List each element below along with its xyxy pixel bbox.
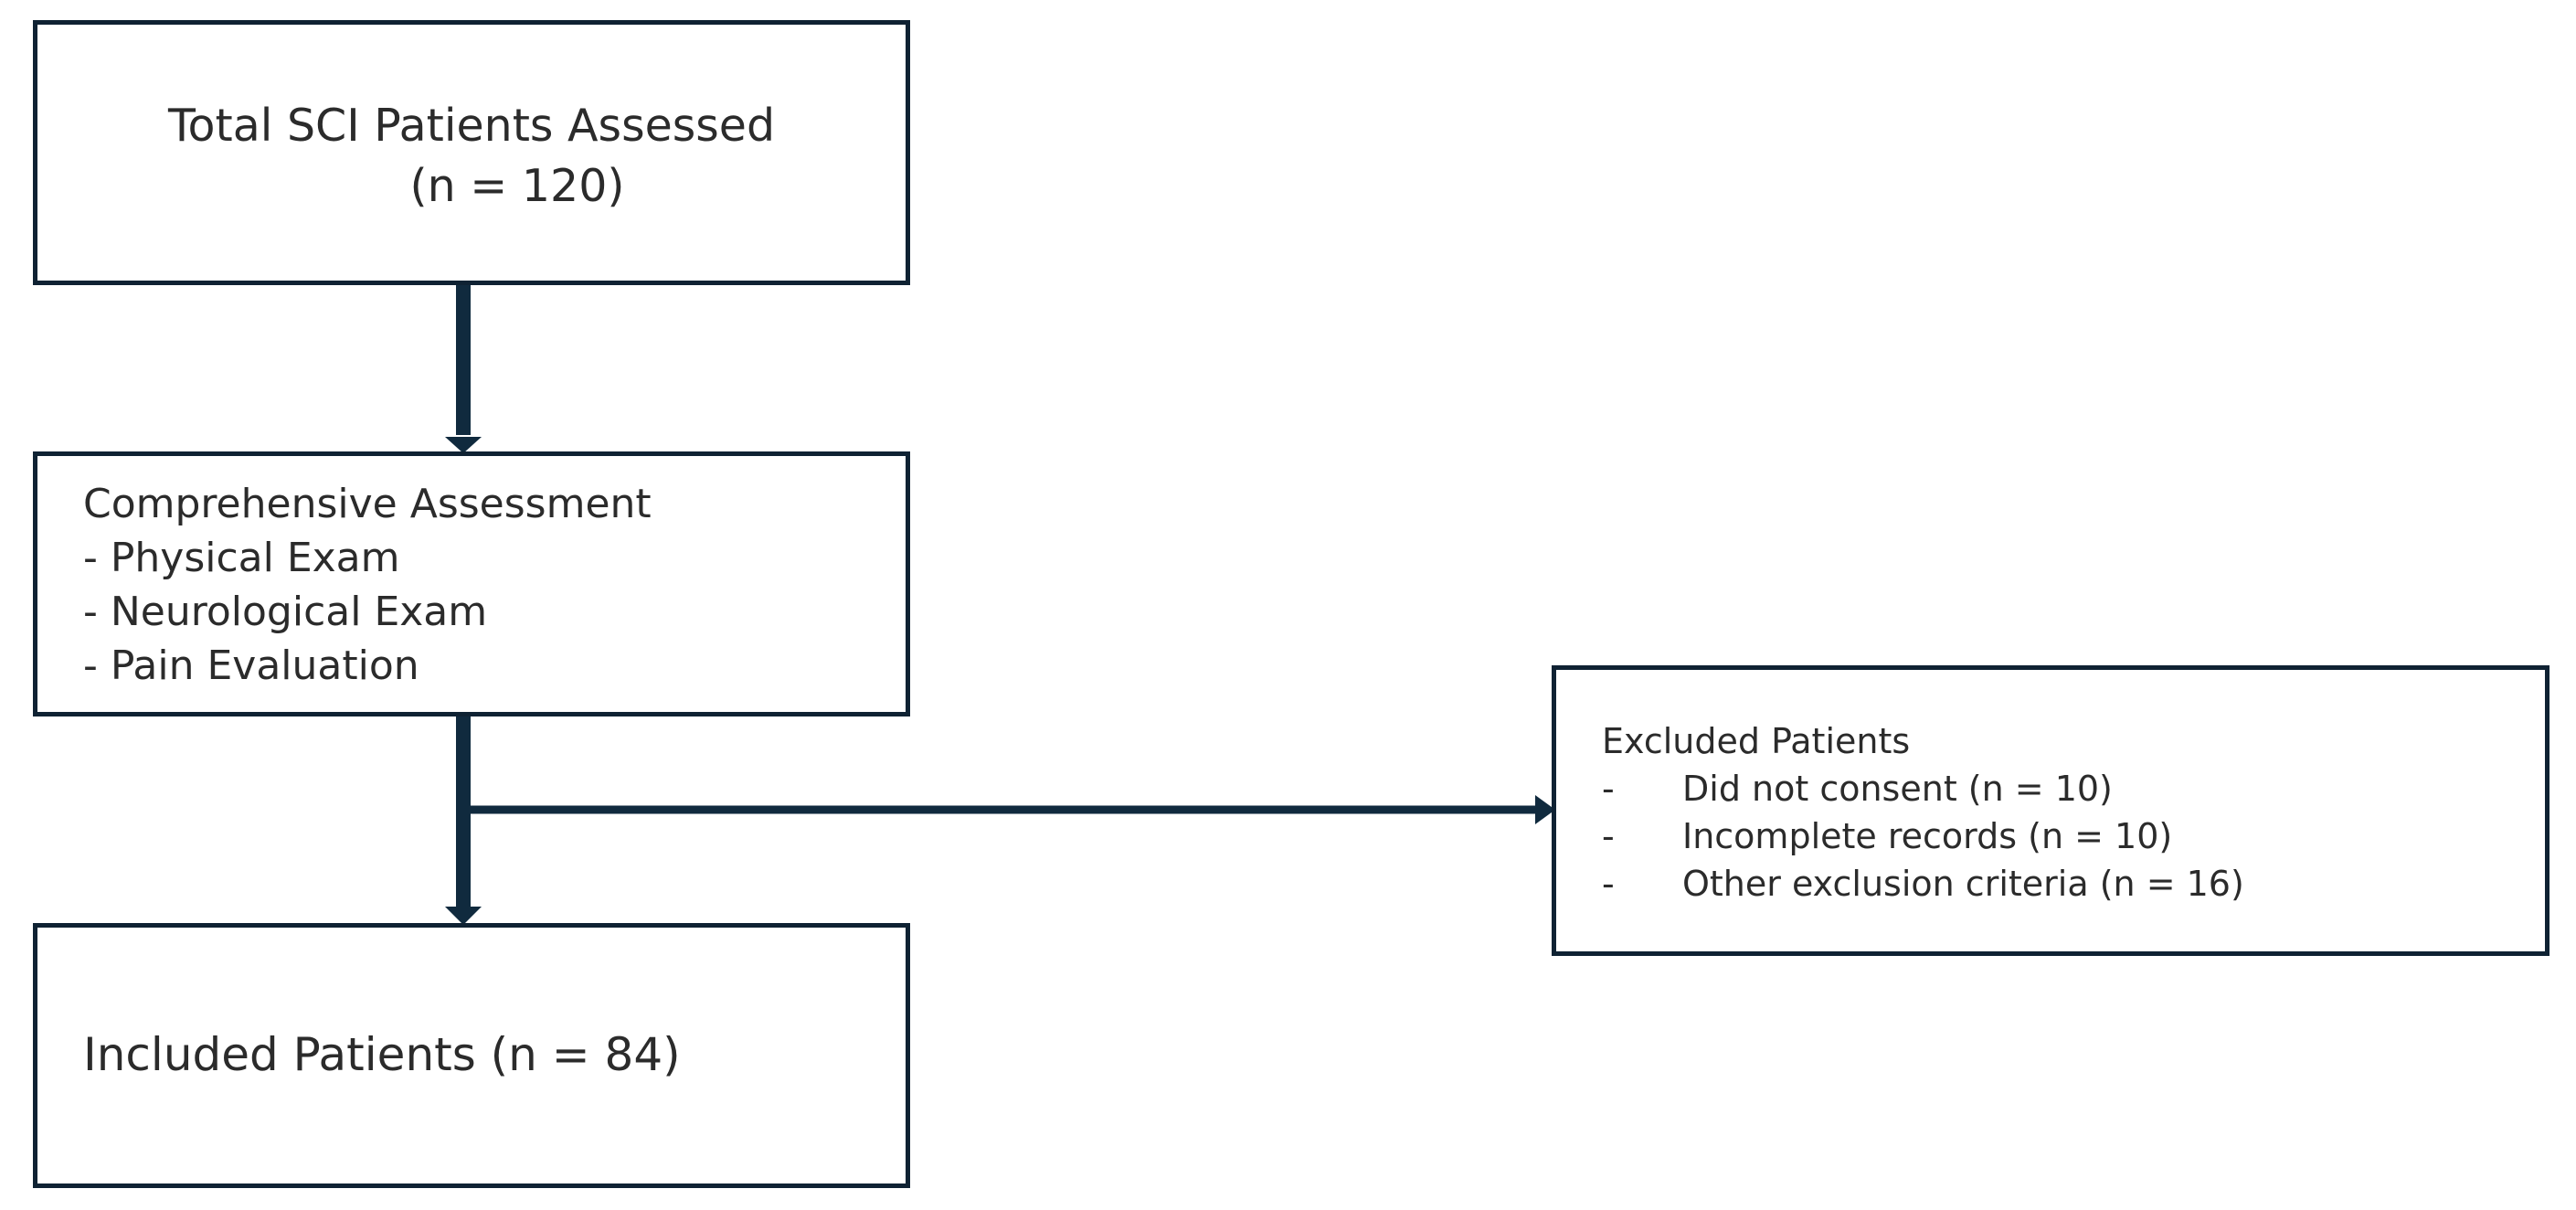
excluded-item-text: Did not consent (n = 10) (1682, 769, 2113, 809)
total-patients-count: (n = 120) (409, 160, 625, 212)
assessment-item: - Physical Exam (83, 535, 400, 581)
excluded-item-text: Incomplete records (n = 10) (1682, 816, 2173, 856)
assessment-content: Comprehensive Assessment - Physical Exam… (83, 477, 652, 693)
included-patients-box: Included Patients (n = 84) (33, 923, 910, 1188)
arrowhead-assessment-to-included (445, 907, 482, 925)
bullet-dash: - (1602, 816, 1615, 856)
excluded-item-text: Other exclusion criteria (n = 16) (1682, 864, 2244, 904)
total-patients-text: Total SCI Patients Assessed (n = 120) (37, 96, 906, 217)
total-patients-box: Total SCI Patients Assessed (n = 120) (33, 20, 910, 285)
assessment-item: - Neurological Exam (83, 589, 488, 635)
excluded-patients-box: Excluded Patients - Did not consent (n =… (1552, 665, 2549, 956)
excluded-item: - Other exclusion criteria (n = 16) (1602, 860, 2244, 908)
excluded-item: - Incomplete records (n = 10) (1602, 812, 2172, 860)
included-patients-text: Included Patients (n = 84) (83, 1028, 681, 1081)
bullet-dash: - (1602, 769, 1615, 809)
excluded-item: - Did not consent (n = 10) (1602, 765, 2113, 812)
bullet-dash: - (1602, 864, 1615, 904)
assessment-item: - Pain Evaluation (83, 642, 419, 689)
excluded-title: Excluded Patients (1602, 721, 1911, 761)
comprehensive-assessment-box: Comprehensive Assessment - Physical Exam… (33, 451, 910, 716)
excluded-content: Excluded Patients - Did not consent (n =… (1602, 717, 2244, 908)
assessment-title: Comprehensive Assessment (83, 481, 652, 527)
total-patients-label: Total SCI Patients Assessed (167, 100, 776, 152)
